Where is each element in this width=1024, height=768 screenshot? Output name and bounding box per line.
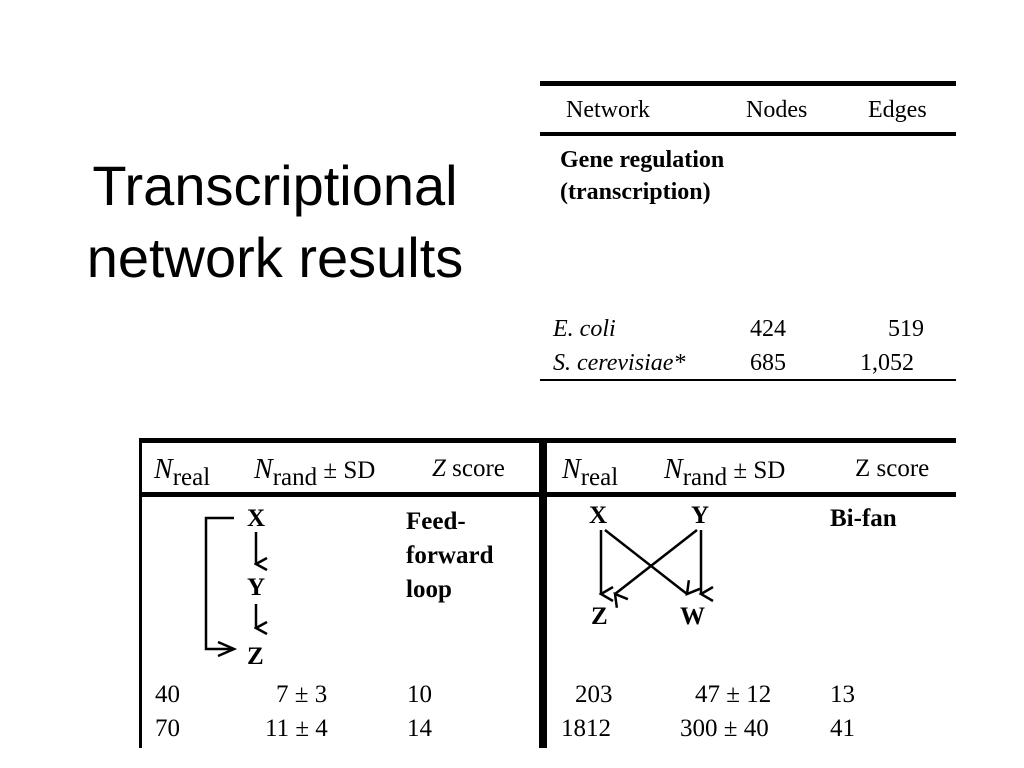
- left-header-z-score: Z score: [432, 455, 505, 482]
- network-table-header-rule: [540, 132, 956, 136]
- ffl-motif-name: Feed- forward loop: [406, 508, 494, 603]
- ffl-row-2-n-real: 70: [155, 715, 180, 742]
- bifan-row-2-n-real: 1812: [561, 715, 611, 742]
- network-table-top-rule: [540, 81, 956, 86]
- ffl-edge-x-to-z-arrowhead: [217, 640, 238, 658]
- right-header-n-real: Nreal: [562, 454, 619, 491]
- ffl-row-1-z: 10: [407, 681, 432, 708]
- motif-table-center-divider: [539, 438, 547, 748]
- bifan-node-w: W: [680, 603, 705, 630]
- bi-fan-diagram: [575, 529, 735, 620]
- bifan-edge-x-to-w: [604, 529, 687, 594]
- motif-table-left-border: [139, 438, 142, 748]
- slide-title: Transcriptional network results: [40, 150, 510, 294]
- left-header-n-rand-sd: Nrand ± SD: [254, 454, 376, 491]
- bifan-node-y: Y: [691, 502, 710, 529]
- bifan-edge-y-to-z: [615, 529, 698, 594]
- motif-table-top-rule: [139, 438, 956, 443]
- slide-title-line-1: Transcriptional: [92, 154, 458, 217]
- ffl-node-y: Y: [247, 574, 266, 601]
- network-row-scerevisiae-name: S. cerevisiae*: [553, 350, 686, 376]
- network-table-header-edges: Edges: [868, 97, 927, 123]
- bifan-row-1-n-real: 203: [575, 681, 613, 708]
- bifan-node-x: X: [589, 502, 608, 529]
- motif-table-header-rule: [139, 492, 956, 497]
- network-row-ecoli-nodes: 424: [750, 316, 786, 342]
- bifan-motif-name: Bi-fan: [830, 505, 897, 532]
- right-header-n-rand-sd: Nrand ± SD: [664, 454, 786, 491]
- ffl-row-1-n-rand: 7 ± 3: [276, 681, 328, 708]
- bifan-row-1-n-rand: 47 ± 12: [695, 681, 772, 708]
- right-header-z-score: Z score: [855, 455, 930, 482]
- ffl-node-x: X: [247, 505, 266, 532]
- bifan-node-z: Z: [591, 603, 608, 630]
- section-label-line-1: Gene regulation: [560, 147, 725, 173]
- feed-forward-loop-diagram: [204, 516, 316, 658]
- bifan-row-2-n-rand: 300 ± 40: [680, 715, 769, 742]
- bifan-row-1-z: 13: [830, 681, 855, 708]
- network-table-section-label: Gene regulation (transcription): [560, 144, 724, 208]
- ffl-node-z: Z: [247, 643, 264, 670]
- network-row-ecoli-name: E. coli: [553, 316, 616, 342]
- network-row-scerevisiae-nodes: 685: [750, 350, 786, 376]
- ffl-row-2-n-rand: 11 ± 4: [265, 715, 328, 742]
- ffl-edge-x-to-z: [204, 516, 234, 651]
- network-table-bottom-rule: [540, 379, 956, 381]
- slide-title-line-2: network results: [86, 226, 464, 289]
- ffl-row-2-z: 14: [407, 715, 432, 742]
- network-table-header-network: Network: [566, 97, 650, 123]
- network-row-scerevisiae-edges: 1,052: [860, 350, 914, 376]
- bifan-row-2-z: 41: [830, 715, 855, 742]
- section-label-line-2: (transcription): [560, 179, 711, 205]
- left-header-n-real: Nreal: [154, 454, 211, 491]
- ffl-row-1-n-real: 40: [155, 681, 180, 708]
- network-table-header-nodes: Nodes: [746, 97, 808, 123]
- network-row-ecoli-edges: 519: [888, 316, 924, 342]
